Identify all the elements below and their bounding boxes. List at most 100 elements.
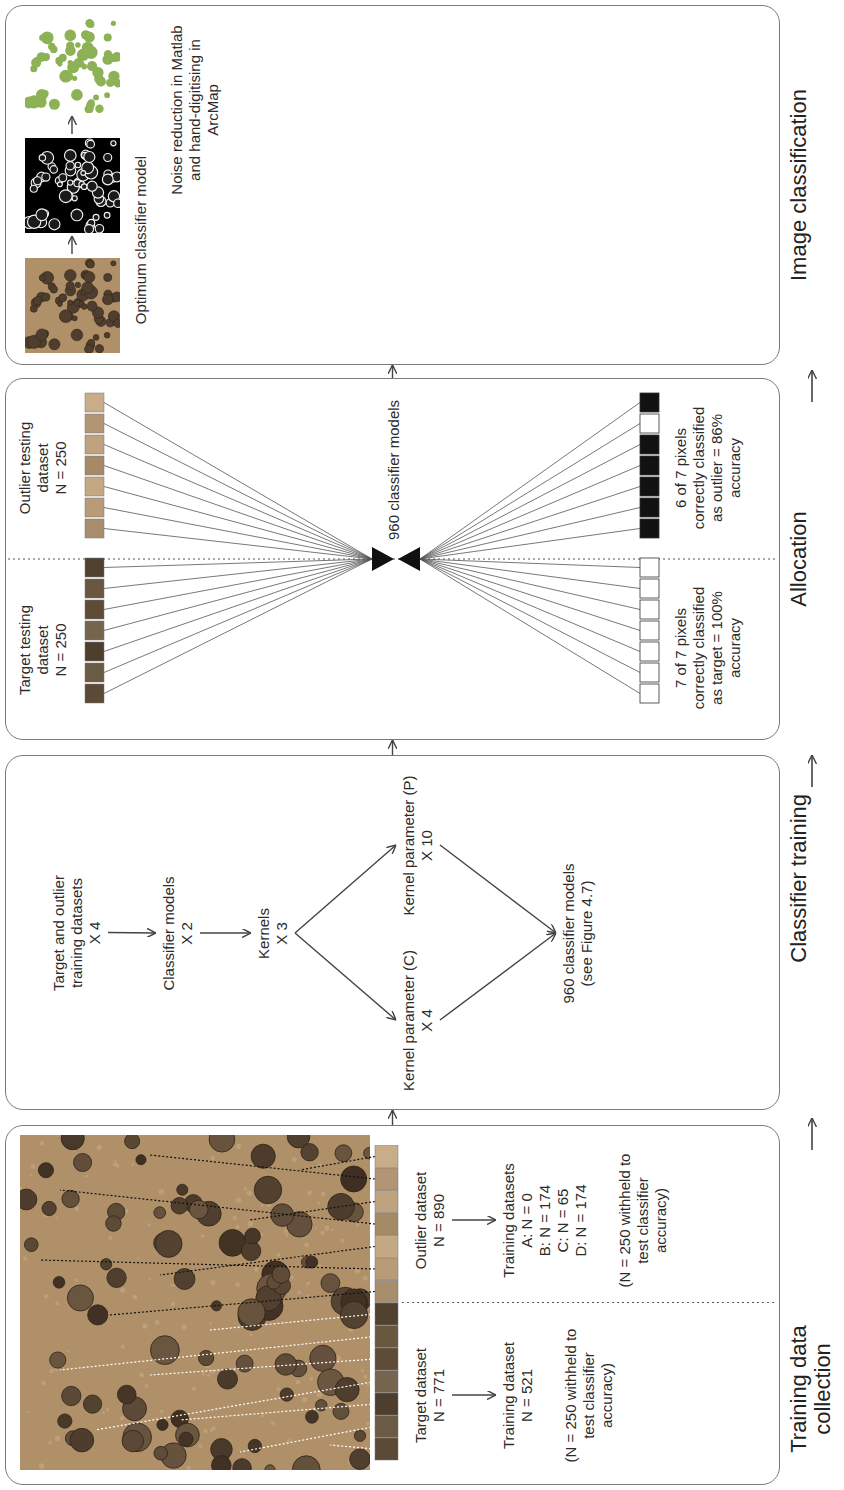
step-text: Classifier models: [160, 869, 178, 999]
ground-speck: [207, 1374, 210, 1377]
shrub: [88, 1305, 108, 1325]
shrub: [66, 42, 74, 50]
step-text: N = 521: [518, 1321, 536, 1471]
shrub: [38, 1163, 53, 1178]
sample-leader: [60, 1337, 375, 1371]
ground-speck: [114, 1160, 117, 1163]
ground-speck: [209, 1322, 212, 1325]
step-text: Kernels: [255, 884, 273, 984]
shrub: [112, 52, 122, 62]
flow-arrow: [392, 365, 393, 378]
allocation-line: [104, 466, 372, 560]
ground-speck: [244, 1187, 247, 1190]
shrub: [50, 286, 57, 293]
shrub: [66, 162, 74, 170]
shrub: [71, 209, 83, 221]
result-square: [640, 600, 659, 619]
step-text-node: Target and outlier training datasetsX 4: [50, 866, 104, 1001]
shrub: [58, 1414, 72, 1428]
funnel-dart: [372, 547, 394, 571]
pixel-square: [375, 1191, 398, 1213]
sample-leader: [250, 1202, 375, 1221]
ground-speck: [340, 1239, 344, 1243]
ground-speck: [292, 1157, 297, 1162]
ground-speck: [186, 1466, 190, 1470]
shrub: [81, 184, 87, 190]
ground-speck: [261, 1414, 264, 1417]
shrub: [42, 1201, 56, 1215]
result-square: [640, 684, 659, 703]
step-text: X 2: [178, 869, 196, 999]
pixel-square: [85, 642, 104, 661]
allocation-line: [104, 403, 372, 560]
allocation-line: [104, 559, 372, 694]
step-text: Target dataset: [412, 1326, 430, 1466]
shrub: [81, 51, 86, 56]
pixel-square: [375, 1348, 398, 1370]
step-text: X 3: [273, 884, 291, 984]
shrub: [50, 46, 57, 53]
sample-leader: [240, 1427, 375, 1453]
shrub: [71, 329, 83, 341]
allocation-line: [420, 559, 640, 694]
ground-speck: [309, 1377, 313, 1381]
classified-image: [23, 138, 122, 234]
shrub: [81, 304, 87, 310]
shrub: [70, 1428, 94, 1452]
pixel-square: [85, 519, 104, 538]
pixel-square: [85, 414, 104, 433]
divider-line: [402, 1302, 776, 1303]
shrub: [49, 219, 60, 230]
shrub: [111, 141, 116, 146]
ground-speck: [271, 1421, 275, 1425]
allocation-line: [104, 559, 372, 673]
shrub: [64, 150, 76, 162]
shrub: [50, 166, 57, 173]
shrub: [157, 1419, 168, 1430]
shrub: [72, 196, 77, 201]
shrub: [354, 1430, 365, 1441]
result-square: [640, 519, 659, 538]
allocation-line: [420, 559, 640, 673]
aerial-photo: [16, 1125, 375, 1483]
flow-arrow: [392, 1110, 393, 1125]
ground-speck: [160, 1410, 164, 1414]
step-text: Training datasets: [500, 1146, 518, 1296]
shrub: [125, 1134, 140, 1149]
label-group: 960 classifier models: [385, 382, 403, 540]
ground-speck: [321, 1192, 326, 1197]
step-text: (see Figure 4.7): [578, 844, 596, 1024]
label-group: Outlier testing datasetN = 250: [16, 398, 70, 538]
ground-speck: [147, 1223, 150, 1226]
result-square: [640, 579, 659, 598]
step-text: (N = 250 withheld to test classifier acc…: [562, 1321, 616, 1471]
sample-leader: [210, 1314, 375, 1330]
shrub: [81, 291, 86, 296]
shrub: [217, 1369, 237, 1389]
shrub: [209, 1126, 235, 1152]
ground-speck: [171, 1284, 174, 1287]
step-text: Training dataset: [500, 1321, 518, 1471]
ground-speck: [120, 1287, 125, 1292]
annotation-label: N = 250: [52, 580, 70, 720]
allocation-line: [420, 559, 640, 652]
shrub: [59, 54, 67, 62]
shrub-group: [23, 259, 122, 354]
ground-speck: [121, 1345, 125, 1349]
shrub: [211, 1301, 221, 1311]
shrub: [306, 1410, 319, 1423]
step-text: X 10: [418, 766, 436, 926]
ground-speck: [23, 1257, 27, 1261]
flow-arrow: [392, 740, 393, 755]
shrub: [57, 302, 62, 307]
shrub: [236, 1355, 253, 1372]
shrub-group: [23, 139, 122, 234]
sample-leader: [95, 1382, 375, 1431]
shrub: [71, 89, 83, 101]
sample-leader: [300, 1157, 375, 1171]
ground-speck: [211, 1156, 215, 1160]
result-square: [640, 456, 659, 475]
allocation-line: [104, 487, 372, 560]
ground-speck: [321, 1231, 325, 1235]
ground-speck: [120, 1416, 124, 1420]
